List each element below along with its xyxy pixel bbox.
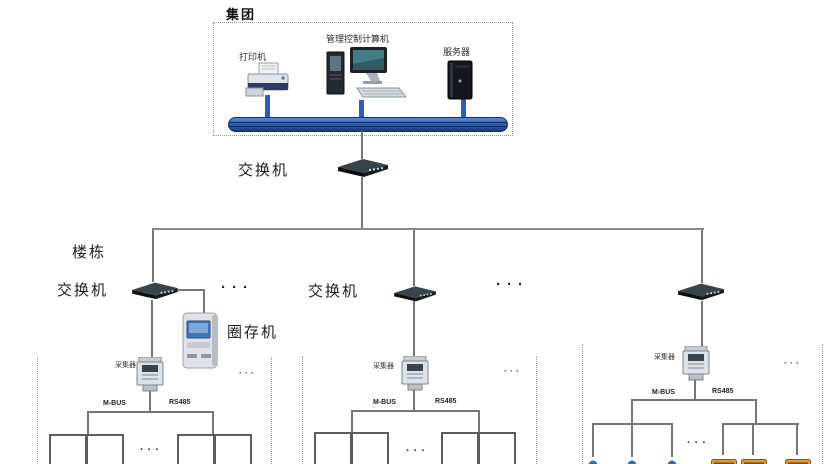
water-meter-drop-line: [592, 424, 594, 457]
right-meters-ellipsis: ···: [687, 437, 710, 449]
electric-meter-drop-line: [752, 424, 754, 455]
distribution-h-line: [152, 228, 704, 230]
electric-meter-drop-line: [722, 424, 724, 455]
printer-label: 打印机: [239, 52, 267, 62]
middle-switch-label: 交换机: [308, 284, 360, 300]
core-switch-label: 交换机: [238, 163, 290, 179]
left-collector-ellipsis: ···: [239, 368, 257, 378]
meter-box: [49, 434, 87, 464]
meter-box: [314, 432, 352, 464]
kiosk-label: 圈存机: [227, 325, 279, 341]
left-collector-down-line: [149, 391, 151, 412]
middle-switch-to-collector-line: [413, 301, 415, 357]
right-group-dashed-edge: [582, 344, 583, 464]
left-collector-label: 采集器: [115, 362, 136, 369]
right-split-h-line: [631, 399, 757, 401]
middle-group-dashed-edge: [536, 356, 537, 464]
backbone-bus: [228, 117, 508, 132]
core-switch-down-line: [361, 177, 363, 229]
left-mbus-label: M-BUS: [103, 400, 126, 407]
meter-box: [351, 432, 389, 464]
meter-box: [478, 432, 516, 464]
water-meter-drop-line: [631, 424, 633, 457]
meter-box: [214, 434, 252, 464]
building-switch-icon-right: [676, 280, 726, 307]
group-dashed-box: [213, 22, 513, 136]
server-bus-stub: [461, 99, 466, 119]
left-collector-icon: [136, 356, 164, 397]
middle-switch-ellipsis: ···: [496, 276, 529, 293]
meter-box: [441, 432, 479, 464]
water-meter-drop-line: [671, 424, 673, 457]
electric-meter-drop-line: [796, 424, 798, 455]
right-switch-to-collector-line: [701, 301, 703, 347]
meter-box: [86, 434, 124, 464]
right-collector-ellipsis: ···: [784, 358, 802, 368]
right-branch-drop-line: [701, 230, 703, 283]
server-icon: [446, 60, 474, 105]
management-computer-label: 管理控制计算机: [326, 34, 390, 44]
water-meter-icon: [665, 456, 679, 464]
left-group-dashed-edge: [37, 357, 38, 464]
right-collector-icon: [682, 345, 710, 386]
right-mbus-label: M-BUS: [652, 389, 675, 396]
kiosk-icon: [180, 312, 222, 375]
building-label: 楼栋: [72, 245, 107, 261]
middle-collector-label: 采集器: [373, 363, 394, 370]
middle-collector-ellipsis: ···: [504, 366, 522, 376]
left-switch-ellipsis: ···: [221, 279, 254, 296]
electric-meter-icon: [711, 455, 737, 464]
middle-mbus-drop-line: [351, 411, 353, 433]
printer-icon: [245, 61, 291, 104]
water-meter-icon: [625, 456, 639, 464]
left-branch-drop-line: [152, 230, 154, 282]
right-mbus-drop-line: [631, 400, 633, 425]
building-switch-icon-left: [130, 279, 180, 306]
left-split-h-line: [87, 411, 214, 413]
group-title: 集团: [226, 7, 257, 22]
middle-group-dashed-edge: [302, 356, 303, 464]
electric-meter-icon: [741, 455, 767, 464]
right-collector-down-line: [694, 380, 696, 400]
middle-branch-drop-line: [413, 230, 415, 286]
meter-box: [177, 434, 215, 464]
switch-to-kiosk-h-line: [177, 289, 205, 291]
left-meters-ellipsis: ···: [140, 444, 163, 456]
left-switch-to-collector-line: [151, 300, 153, 358]
right-group-dashed-edge: [822, 344, 823, 464]
left-group-dashed-edge: [271, 357, 272, 464]
middle-rs485-label: RS485: [435, 398, 457, 405]
management-computer-icon: [326, 46, 408, 105]
building-switch-icon-middle: [391, 283, 439, 308]
left-rs485-label: RS485: [169, 399, 191, 406]
switch-to-kiosk-v-line: [203, 290, 205, 314]
electric-meter-icon: [785, 455, 811, 464]
right-mbus-h-line: [592, 423, 673, 425]
left-mbus-drop-line: [87, 412, 89, 435]
right-rs485-label: RS485: [712, 388, 734, 395]
middle-mbus-label: M-BUS: [373, 399, 396, 406]
middle-collector-down-line: [413, 390, 415, 411]
middle-collector-icon: [401, 355, 429, 396]
computer-bus-stub: [359, 100, 364, 119]
middle-rs485-drop-line: [478, 411, 480, 433]
core-switch-icon: [336, 155, 390, 184]
right-rs485-h-line: [722, 423, 799, 425]
building-switch-label: 交换机: [57, 283, 109, 299]
left-rs485-drop-line: [212, 412, 214, 435]
middle-meters-ellipsis: ···: [406, 445, 429, 457]
printer-bus-stub: [265, 95, 270, 119]
middle-split-h-line: [351, 410, 480, 412]
water-meter-icon: [586, 456, 600, 464]
right-collector-label: 采集器: [654, 354, 675, 361]
bus-to-core-switch-line: [361, 131, 363, 159]
server-label: 服务器: [443, 47, 471, 57]
right-rs485-drop-line: [755, 400, 757, 425]
